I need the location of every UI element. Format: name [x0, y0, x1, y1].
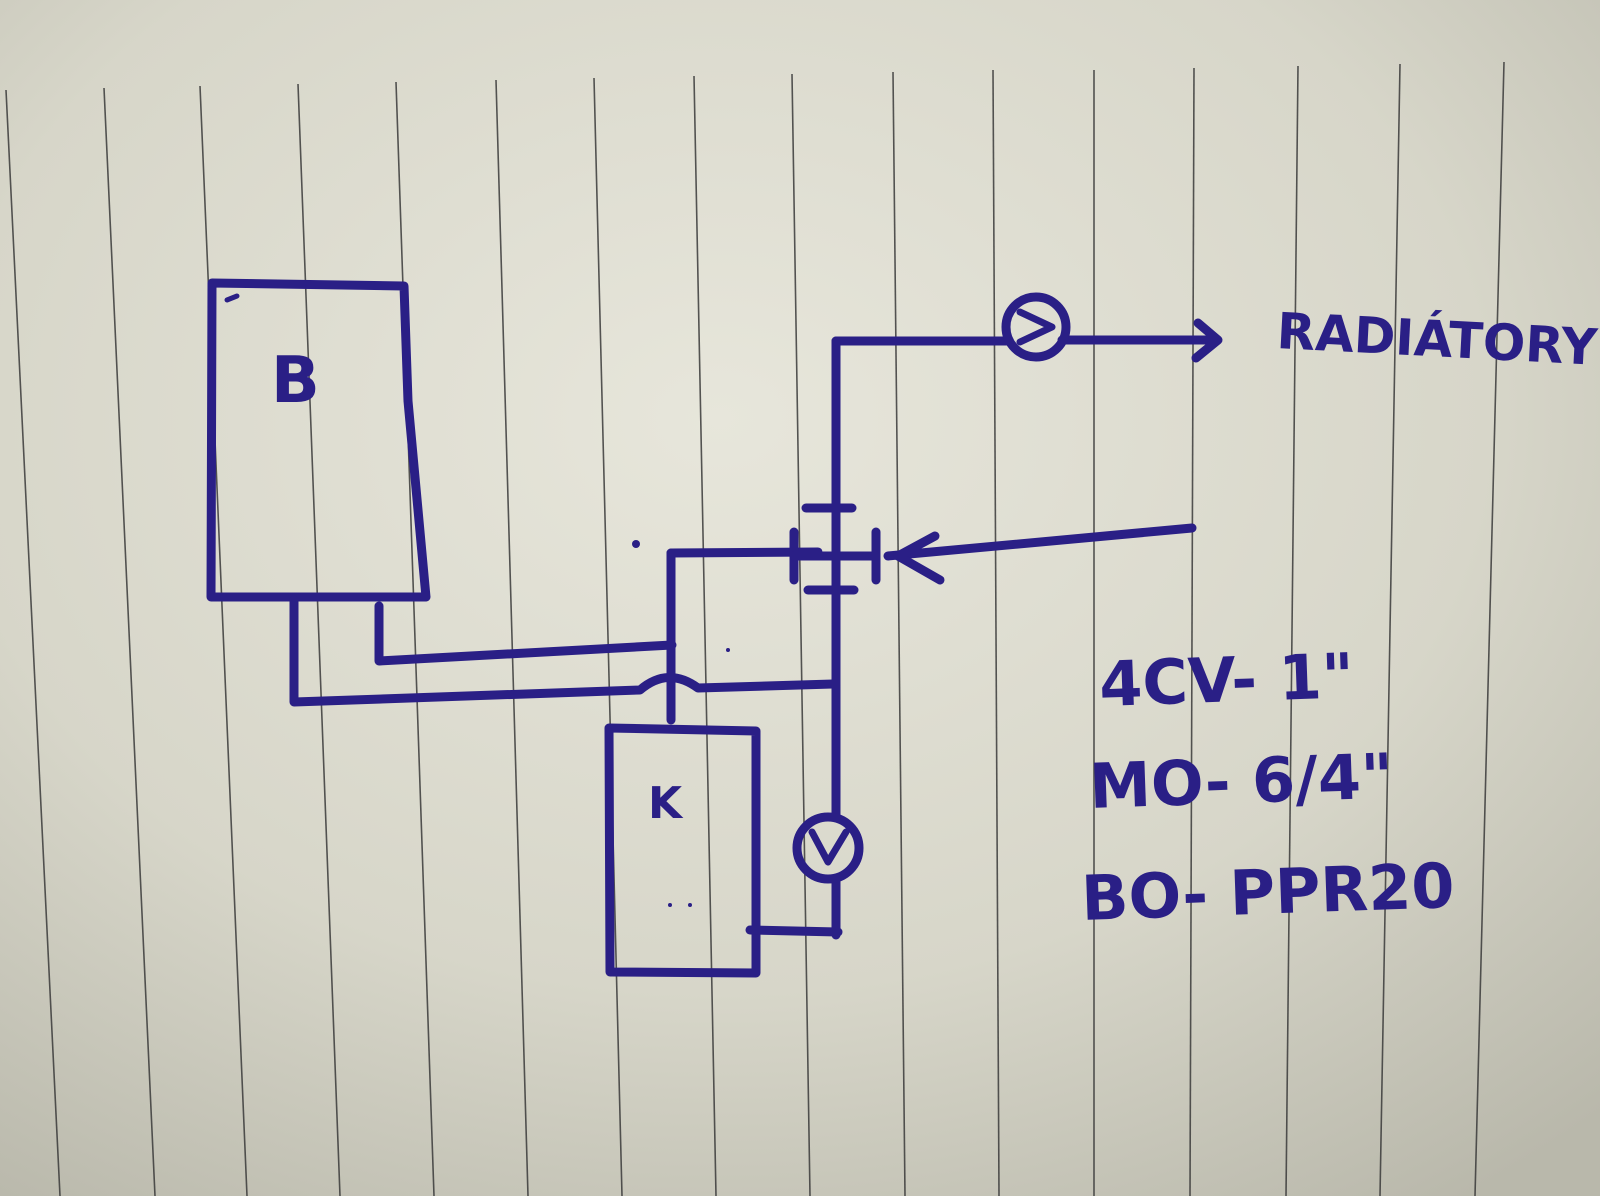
supply-pump-icon — [1001, 292, 1071, 362]
boiler-pipe-right — [374, 601, 677, 666]
boiler-corner-mark — [224, 293, 240, 303]
ink-dots — [632, 540, 730, 907]
return-arrow-head — [893, 531, 945, 585]
legend-line-mo: MO- 6/4" — [1088, 739, 1394, 823]
kettle-box — [604, 723, 761, 978]
return-pipe — [883, 523, 1197, 561]
boiler-pipe-left — [289, 595, 838, 707]
legend-line-4cv: 4CV- 1" — [1098, 639, 1355, 721]
boiler-label: B — [271, 344, 320, 418]
ruled-lines — [5, 61, 1505, 1196]
supply-arrow-head — [1191, 318, 1223, 363]
kettle-label: K — [648, 778, 684, 829]
riser-pump-symbol — [808, 828, 850, 866]
legend-line-bo: BO- PPR20 — [1080, 849, 1456, 935]
riser-pump-icon — [792, 812, 864, 884]
kettle-outlet-pipe — [745, 925, 843, 937]
supply-pump-symbol — [1016, 308, 1056, 346]
boiler-box — [206, 278, 431, 602]
